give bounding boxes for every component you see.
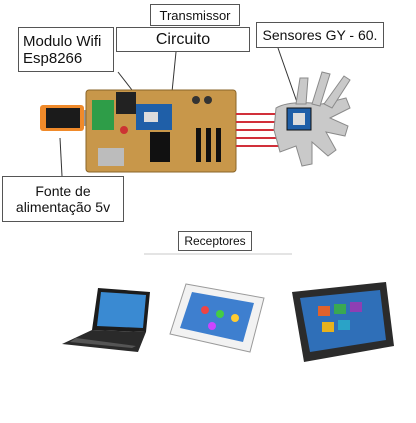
laptop-device [62,288,150,352]
power-supply-label-box: Fonte de alimentação 5v [2,176,124,222]
pointer-lines [59,47,299,177]
wifi-module-label-line1: Modulo Wifi [23,32,102,50]
wires [236,113,280,147]
transmitter-label: Transmissor [159,7,231,23]
sensor-glove [273,71,351,167]
circuit-pointer-line [171,51,177,93]
power-pointer-line [59,137,63,177]
smartphone-device [169,283,265,353]
sensors-label-box: Sensores GY - 60. [256,22,384,48]
tablet-device [292,282,394,362]
sensors-pointer-line [277,47,299,106]
sensors-label: Sensores GY - 60. [262,27,378,43]
wifi-module-label-line2: Esp8266 [23,49,83,67]
receivers-label-box: Receptores [178,231,252,251]
wifi-pointer-line [117,71,133,91]
circuit-label: Circuito [155,30,211,48]
receivers-label: Receptores [184,234,246,248]
circuit-label-box: Circuito [116,27,250,52]
wifi-module-label-box: Modulo Wifi Esp8266 [18,27,114,72]
power-supply-label-line2: alimentação 5v [15,199,111,215]
transmitter-label-box: Transmissor [150,4,240,26]
power-connector [40,105,94,131]
circuit-board [85,89,237,173]
power-supply-label-line1: Fonte de [35,183,91,199]
